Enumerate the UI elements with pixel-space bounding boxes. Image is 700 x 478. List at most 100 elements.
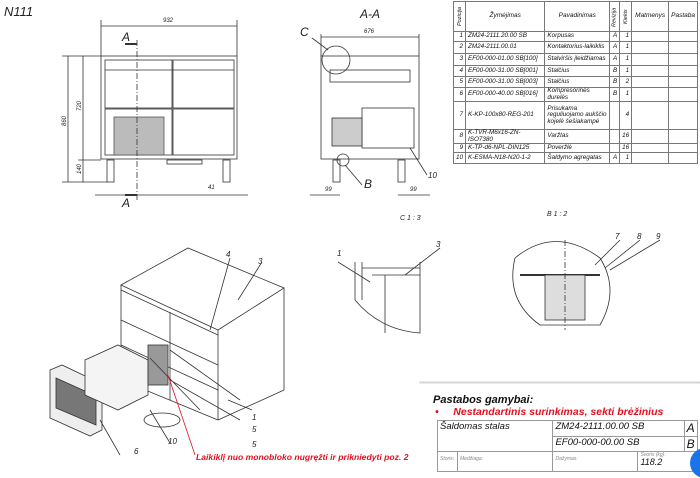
callout-5a: 5 [252, 425, 257, 434]
cell-name: Kompresorinės durelės [544, 87, 611, 102]
cell-position: 2 [452, 41, 467, 54]
cell-quantity: 1 [619, 53, 633, 66]
title-block: Šaldomas stalas ZM24-2111.00.00 SB A EF0… [436, 420, 699, 472]
title-name: Šaldomas stalas [436, 420, 554, 452]
cell-name: Stalviršis įleidžiamas [544, 53, 611, 66]
header-name: Pavadinimas [544, 1, 611, 32]
dim-leg-offset-right: 99 [410, 187, 417, 193]
isometric-view [49, 247, 285, 456]
callout-6: 6 [134, 447, 139, 456]
title-rev-2: B [683, 436, 699, 452]
detail-b-view [512, 239, 661, 330]
callout-c-1: 1 [337, 249, 342, 258]
dim-depth: 676 [364, 29, 375, 35]
title-code-1: ZM24-2111.00.00 SB [552, 420, 685, 437]
detail-c-view [337, 247, 441, 334]
cell-quantity: 2 [619, 76, 633, 88]
detail-b-title: B 1 : 2 [547, 211, 568, 218]
cell-quantity: 1 [619, 65, 633, 77]
cell-position: 6 [452, 87, 467, 102]
thickness-label: Storis: [440, 456, 455, 462]
cell-designation: EF00-000-40.00 SB[016] [465, 87, 546, 102]
cell-revision: A [609, 152, 621, 164]
cell-designation: ZM24-2111.20.00 SB [465, 31, 546, 42]
cell-remark [668, 143, 698, 153]
section-label: A-A [360, 7, 381, 21]
cell-dimensions [631, 101, 670, 130]
callout-3: 3 [258, 257, 263, 266]
callout-10: 10 [168, 437, 177, 446]
cell-dimensions [631, 41, 670, 54]
cell-name: Stalčius [544, 65, 611, 77]
section-marker-bottom: A [122, 196, 131, 210]
callout-1: 1 [252, 413, 257, 422]
header-revision: Revizija [609, 1, 620, 32]
header-quantity: Kiekis [619, 1, 632, 32]
cell-revision [609, 101, 621, 130]
cell-revision [609, 143, 621, 153]
material-label: Medžiaga: [460, 456, 484, 462]
cell-dimensions [631, 87, 670, 102]
cell-position: 8 [452, 129, 467, 144]
floating-action-button[interactable] [690, 448, 700, 478]
cell-dimensions [631, 65, 670, 77]
cell-name: Kontaktorius-laikiklis [544, 41, 611, 54]
cell-quantity: 1 [619, 31, 633, 42]
dim-offset: 41 [208, 185, 215, 191]
technical-drawing [49, 20, 700, 456]
cell-position: 9 [452, 143, 467, 153]
cell-designation: K-ESMA-N18-N20-1-2 [465, 152, 546, 164]
callout-section-10: 10 [428, 171, 437, 180]
cell-name: Stalčius [544, 76, 611, 88]
production-notes: Pastabos gamybai: • Nestandartinis surin… [433, 394, 663, 418]
cell-name: Šaldymo agregatas [544, 152, 611, 164]
callout-b-9: 9 [656, 232, 661, 241]
cell-revision: B [609, 87, 621, 102]
section-marker-top: A [122, 30, 131, 44]
cell-dimensions [631, 31, 670, 42]
cell-remark [668, 87, 698, 102]
cell-quantity: 4 [619, 101, 633, 130]
cell-position: 7 [452, 101, 467, 130]
paint-label: Dažymas: [555, 456, 578, 462]
cell-dimensions [631, 129, 670, 144]
front-view [62, 20, 248, 200]
cell-name: Korpusas [544, 31, 611, 42]
view-label: N111 [4, 4, 34, 19]
dim-leg-height: 140 [77, 163, 84, 175]
cell-revision [609, 129, 621, 144]
cell-quantity: 1 [619, 41, 633, 54]
cell-revision: A [609, 53, 621, 66]
cell-position: 10 [452, 152, 467, 164]
cell-remark [668, 101, 698, 130]
cell-name: Poveržlė [544, 143, 611, 153]
callout-c-3: 3 [436, 240, 441, 249]
cell-name: Varžtas [544, 129, 611, 144]
cell-designation: ZM24-2111.00.01 [465, 41, 546, 54]
callout-5b: 5 [252, 440, 257, 449]
header-position: Pozicija [453, 1, 466, 32]
header-remark: Pastaba [668, 1, 698, 32]
assembly-note: Laikiklį nuo monobloko nugręžti ir prikn… [196, 452, 409, 462]
notes-item-text: Nestandartinis surinkimas, sekti brėžini… [453, 406, 664, 418]
cell-designation: EF00-000-31.00 SB[001] [465, 65, 546, 77]
cell-position: 5 [452, 76, 467, 88]
cell-revision: B [609, 76, 621, 88]
cell-dimensions [631, 143, 670, 153]
cell-remark [668, 152, 698, 164]
cell-revision: A [609, 31, 621, 42]
cell-designation: K-KP-100x80-REG-201 [465, 101, 546, 130]
notes-heading: Pastabos gamybai: [433, 394, 534, 406]
dim-height: 860 [62, 115, 69, 127]
cell-remark [668, 41, 698, 54]
cell-dimensions [631, 53, 670, 66]
callout-4: 4 [226, 250, 231, 259]
cell-name: Prisukama reguliuojamo aukščio kojelė še… [544, 101, 611, 130]
